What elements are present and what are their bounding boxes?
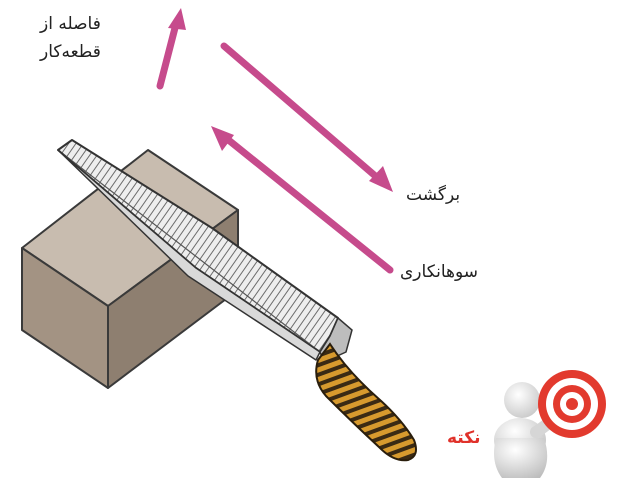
arrow-distance xyxy=(160,8,186,86)
label-distance-line1: فاصله از xyxy=(40,14,101,34)
label-distance-line2: قطعه‌کار xyxy=(40,42,101,62)
note-label: نکته xyxy=(447,428,481,448)
arrow-return xyxy=(224,46,393,192)
target-person-icon xyxy=(494,370,606,478)
label-filing-stroke: سوهانکاری xyxy=(400,262,478,282)
label-return-stroke: برگشت xyxy=(406,185,460,205)
